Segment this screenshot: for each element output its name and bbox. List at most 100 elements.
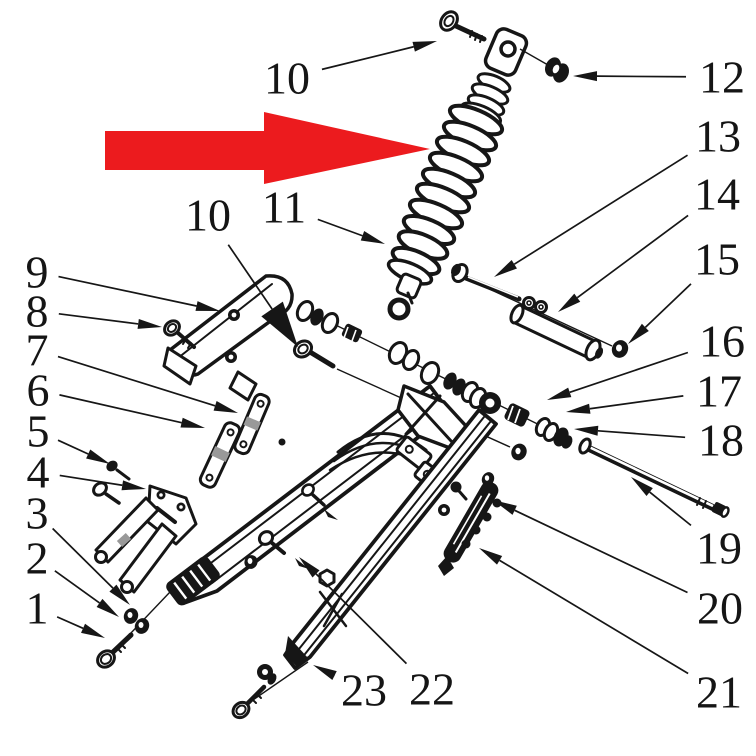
linkage-bolt [450,262,522,302]
callout-20: 20 [493,500,743,634]
callout-23: 23 [313,665,387,716]
leader-arrowhead-icon [261,301,298,347]
leader-arrowhead-icon [213,401,238,413]
fork-bracket-drawing [94,484,198,594]
leader-arrowhead-icon [96,598,119,617]
pivot-axle [578,437,730,518]
callout-10: 10 [185,190,298,347]
leader-arrowhead-icon [558,293,581,312]
leader-arrowhead-icon [479,548,503,565]
swingarm-drawing [166,384,501,670]
callout-18: 18 [574,415,744,466]
shock-lower-clevis [386,258,434,321]
callout-number-16: 16 [699,316,745,367]
leader-arrowhead-icon [137,318,162,329]
shock-top-clevis [483,27,549,77]
leader-arrowhead-icon [195,301,220,311]
leader-arrowhead-icon [566,403,591,414]
leader-line [58,312,139,325]
callout-3: 3 [26,488,130,605]
leader-arrowhead-icon [121,480,146,491]
leader-arrowhead-icon [313,665,337,681]
leader-arrowhead-icon [631,477,653,496]
leader-arrowhead-icon [109,584,130,605]
leader-arrowhead-icon [547,387,572,400]
leader-arrowhead-icon [493,500,517,515]
callout-13: 13 [494,111,741,277]
callout-16: 16 [547,316,745,400]
callout-number-22: 22 [409,664,455,715]
linkage-group-drawing [450,262,629,362]
callout-number-15: 15 [694,234,740,285]
callout-6: 6 [27,365,205,428]
leader-line [57,355,216,407]
leader-line [649,491,692,527]
callout-21: 21 [479,548,742,718]
leader-line [569,351,689,394]
callout-19: 19 [631,477,742,574]
leader-arrowhead-icon [628,323,649,344]
callout-number-14: 14 [694,169,740,220]
callout-7: 7 [26,325,238,413]
leader-line [59,474,123,487]
callout-number-3: 3 [26,488,49,539]
leader-arrowhead-icon [299,557,320,578]
callout-number-20: 20 [697,583,743,634]
leader-line [576,214,689,299]
callout-15: 15 [628,234,740,344]
leader-line [589,395,684,410]
callout-number-9: 9 [26,247,49,298]
leader-line [597,429,686,439]
link-nut [611,340,629,358]
callout-9: 9 [26,247,220,311]
leader-line [54,570,101,604]
callout-number-5: 5 [27,406,50,457]
leader-line [514,509,688,594]
leader-line [59,394,182,424]
leader-line [321,45,414,71]
callout-number-1: 1 [26,583,49,634]
callout-number-7: 7 [26,325,49,376]
callout-number-18: 18 [698,415,744,466]
leader-arrowhead-icon [180,417,205,428]
leader-arrowhead-icon [360,231,385,244]
shock-top-bolt [439,10,487,43]
shock-absorber-drawing [386,10,570,321]
callout-11: 11 [262,182,385,244]
callout-number-19: 19 [696,523,742,574]
leader-line [596,75,687,78]
callout-number-2: 2 [26,533,49,584]
callout-5: 5 [27,406,110,464]
leader-line [317,218,363,237]
leader-line [644,283,692,329]
callout-number-6: 6 [27,365,50,416]
callout-1: 1 [26,583,105,638]
callout-number-4: 4 [27,447,50,498]
leader-line [315,573,408,665]
shock-top-nut [544,57,570,83]
leader-arrowhead-icon [81,623,105,638]
callout-4: 4 [27,447,146,498]
leader-line [52,527,114,589]
shock-coil-spring [390,103,505,277]
leader-line [227,244,273,310]
callout-number-8: 8 [26,286,49,337]
callout-17: 17 [566,366,742,417]
callout-number-13: 13 [695,111,741,162]
leader-arrowhead-icon [412,41,437,52]
leader-arrowhead-icon [494,259,517,277]
swingarm-end-pad [166,556,220,606]
strap-brackets-drawing [198,392,271,489]
callout-number-17: 17 [696,366,742,417]
red-highlight-arrow [105,112,430,184]
red-arrow-head [264,112,430,184]
insertion-arrow [324,509,338,520]
leader-line [57,439,89,455]
callout-number-11: 11 [262,182,306,233]
callout-14: 14 [558,169,740,312]
callout-10: 10 [264,41,437,104]
leader-line [513,154,688,265]
